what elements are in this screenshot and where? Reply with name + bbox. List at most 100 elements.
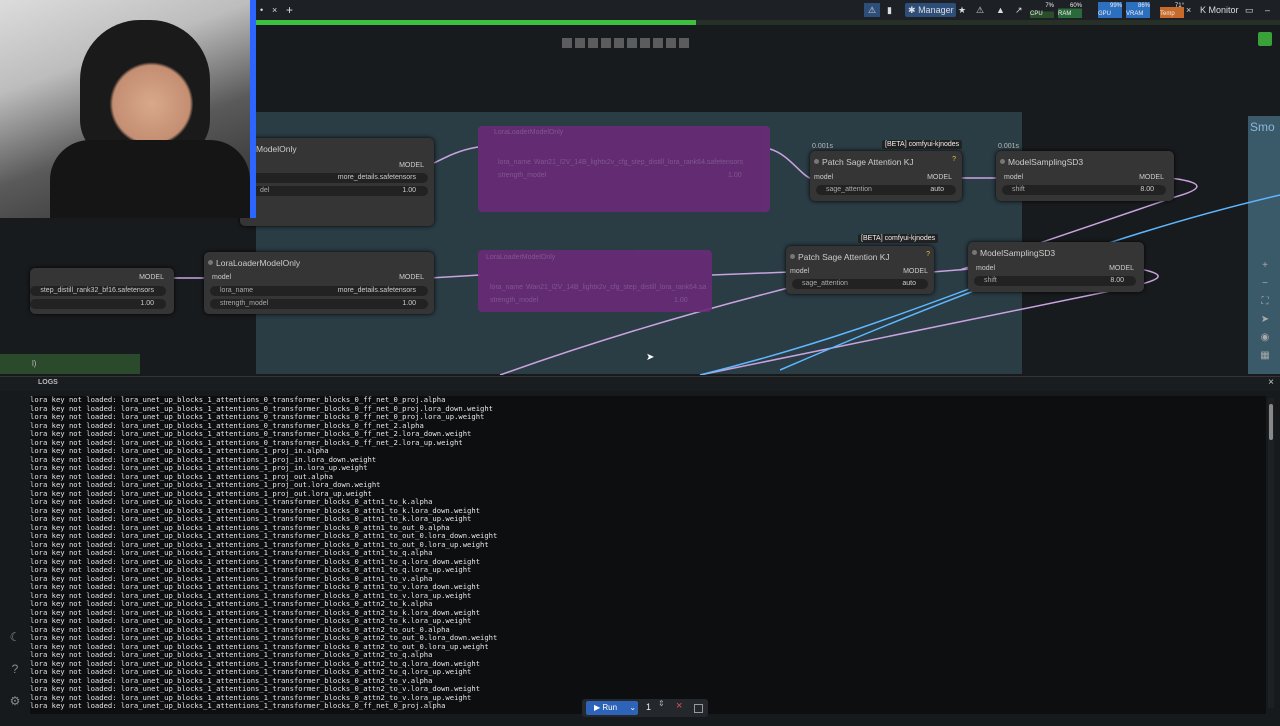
help-icon-2[interactable]: ? — [926, 251, 930, 258]
alert-icon[interactable]: ⚠ — [976, 5, 985, 15]
logo-icon[interactable]: ⚠ — [864, 3, 880, 17]
bookmark-icon[interactable]: ▮ — [887, 5, 892, 15]
sage2-output[interactable]: MODEL — [903, 268, 928, 275]
select-mode-icon[interactable]: ➤ — [1260, 314, 1270, 325]
align-left-icon[interactable] — [562, 38, 572, 48]
temp-value: 71° — [1174, 3, 1184, 9]
new-tab-icon[interactable]: + — [286, 3, 294, 17]
lora1-strength: 1.00 — [402, 187, 416, 194]
sage1-collapse-dot[interactable] — [814, 159, 819, 164]
lora2-input[interactable]: model — [212, 274, 232, 281]
sage2-collapse-dot[interactable] — [790, 254, 795, 259]
distribute-v-icon[interactable] — [653, 38, 663, 48]
progress-bar — [256, 20, 697, 25]
lora1-strength-widget[interactable]: del 1.00 — [250, 186, 428, 196]
ms2-collapse-dot[interactable] — [972, 250, 977, 255]
log-line: lora key not loaded: lora_unet_up_blocks… — [30, 582, 481, 591]
ms2-output[interactable]: MODEL — [1109, 265, 1134, 272]
help-icon[interactable]: ? — [952, 156, 956, 163]
window-icon[interactable]: ▭ — [1245, 5, 1254, 15]
left-lora-name-widget[interactable]: step_distill_rank32_bf16.safetensors — [30, 286, 166, 296]
ms1-collapse-dot[interactable] — [1000, 159, 1005, 164]
align-bottom-icon[interactable] — [627, 38, 637, 48]
lora-loader-node-2[interactable]: LoraLoaderModelOnly model MODEL lora_nam… — [204, 252, 434, 314]
align-right-icon[interactable] — [588, 38, 598, 48]
left-output[interactable]: MODEL — [139, 274, 164, 281]
arrow-icon[interactable]: ↗ — [1015, 5, 1023, 15]
chevron-down-icon[interactable]: ⌄ — [629, 703, 637, 712]
warning-icon[interactable]: ▲ — [996, 5, 1005, 15]
close-logs-icon[interactable]: × — [1268, 377, 1274, 388]
close-tab-icon[interactable]: × — [272, 5, 278, 15]
logs-scrollbar[interactable] — [1268, 398, 1274, 708]
logs-header: LOGS × — [0, 376, 1280, 391]
bypassed-lora-node-2[interactable]: LoraLoaderModelOnly lora_name Wan21_I2V_… — [478, 250, 712, 312]
distribute-h-icon[interactable] — [640, 38, 650, 48]
align-top-icon[interactable] — [601, 38, 611, 48]
logs-scroll-thumb[interactable] — [1269, 404, 1273, 440]
logs-panel[interactable]: lora key not loaded: lora_unet_up_blocks… — [30, 396, 1266, 714]
monitor-button[interactable]: K Monitor — [1200, 3, 1239, 17]
run-button[interactable]: ▶ Run ⌄ — [586, 701, 638, 715]
lora-loader-node-1[interactable]: ModelOnly MODEL more_details.safetensors… — [240, 138, 434, 226]
bypassed-lora-node-1[interactable]: LoraLoaderModelOnly lora_name Wan21_I2V_… — [478, 126, 770, 212]
stepper-icon[interactable]: ⇕ — [658, 699, 665, 708]
bypass2-title: LoraLoaderModelOnly — [486, 254, 556, 261]
manager-button[interactable]: ✱ Manager — [905, 3, 956, 17]
lora2-collapse-dot[interactable] — [208, 260, 213, 265]
sage2-input[interactable]: model — [790, 268, 810, 275]
minimize-icon[interactable]: – — [1265, 5, 1271, 15]
star-icon[interactable]: ★ — [958, 5, 967, 15]
sage1-widget-label: sage_attention — [826, 186, 872, 193]
node-group-2[interactable]: Smo — [1248, 116, 1280, 374]
vram-value: 86% — [1137, 3, 1150, 9]
log-line: lora key not loaded: lora_unet_up_blocks… — [30, 488, 372, 498]
theme-moon-icon[interactable]: ☾ — [9, 630, 21, 644]
left-lora-name: step_distill_rank32_bf16.safetensors — [40, 287, 154, 294]
zoom-in-icon[interactable]: + — [1262, 260, 1268, 271]
queue-square-icon[interactable] — [694, 704, 703, 713]
cancel-run-icon[interactable]: × — [676, 700, 683, 712]
left-strength-widget[interactable]: 1.00 — [30, 299, 166, 309]
stack-icon[interactable] — [679, 38, 689, 48]
help-circle-icon[interactable]: ? — [11, 662, 19, 676]
ms1-input[interactable]: model — [1004, 174, 1024, 181]
ms1-output[interactable]: MODEL — [1139, 174, 1164, 181]
close-monitor-icon[interactable]: × — [1186, 5, 1192, 15]
lora2-strength-label: strength_model — [220, 300, 269, 307]
tab-dot-icon[interactable]: • — [260, 5, 264, 15]
sage1-input[interactable]: model — [814, 174, 834, 181]
patch-sage-attention-node-2[interactable]: Patch Sage Attention KJ model MODEL ? sa… — [786, 246, 934, 294]
log-line: lora key not loaded: lora_unet_up_blocks… — [30, 650, 433, 659]
log-line: lora key not loaded: lora_unet_up_blocks… — [30, 531, 498, 540]
batch-count-input[interactable]: 1 — [646, 702, 652, 712]
eye-icon[interactable]: ◉ — [1260, 332, 1270, 343]
minimap-icon[interactable]: ▦ — [1260, 350, 1270, 361]
lora1-lora-name-widget[interactable]: more_details.safetensors — [250, 173, 428, 183]
log-line: lora key not loaded: lora_unet_up_blocks… — [30, 463, 368, 472]
lora1-strength-label: del — [260, 187, 270, 194]
patch-sage-attention-node-1[interactable]: Patch Sage Attention KJ model MODEL ? sa… — [810, 151, 962, 201]
fit-view-icon[interactable]: ⛶ — [1261, 296, 1269, 307]
align-middle-icon[interactable] — [614, 38, 624, 48]
ms2-input[interactable]: model — [976, 265, 996, 272]
sage2-badge: [BETA] comfyui-kjnodes — [858, 234, 939, 243]
align-toolbar — [562, 38, 722, 50]
lora2-output[interactable]: MODEL — [399, 274, 424, 281]
status-node[interactable]: l) — [0, 354, 140, 374]
zoom-out-icon[interactable]: − — [1262, 278, 1268, 289]
resize-icon[interactable] — [666, 38, 676, 48]
align-center-icon[interactable] — [575, 38, 585, 48]
lora1-output[interactable]: MODEL — [399, 162, 424, 169]
left-lora-node[interactable]: MODEL step_distill_rank32_bf16.safetenso… — [30, 268, 174, 314]
sage1-output[interactable]: MODEL — [927, 174, 952, 181]
settings-gear-icon[interactable]: ⚙ — [9, 694, 21, 708]
